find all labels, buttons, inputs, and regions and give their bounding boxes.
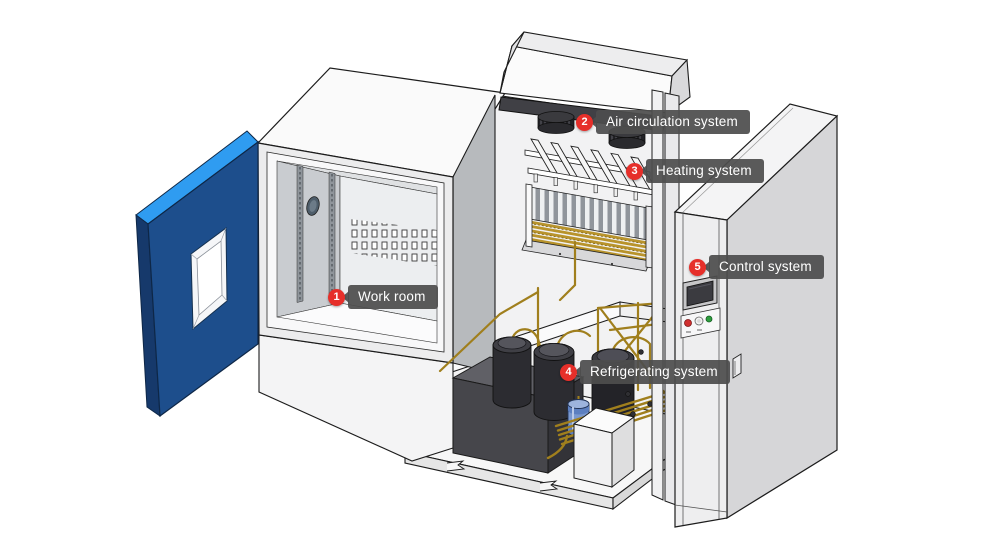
work-room-box — [256, 67, 506, 374]
chamber-door[interactable] — [135, 130, 259, 418]
door-handle[interactable] — [732, 353, 742, 379]
compressor — [492, 336, 532, 409]
cable-port-hole — [306, 196, 320, 216]
work-room-interior — [276, 160, 438, 344]
fan-wheel — [537, 111, 575, 134]
auxiliary-box — [572, 407, 636, 489]
heating-elements — [524, 138, 661, 201]
vent-grid — [350, 219, 437, 266]
start-button[interactable] — [705, 315, 713, 323]
break-mark — [446, 460, 466, 472]
refrigerating-system — [438, 240, 681, 489]
control-cabinet — [673, 103, 839, 528]
touchscreen-display[interactable] — [682, 275, 718, 311]
button-panel — [680, 307, 721, 339]
stop-button[interactable] — [684, 319, 692, 327]
air-duct-hood — [499, 31, 691, 115]
interior-floor — [276, 302, 438, 344]
break-mark — [539, 480, 559, 492]
compressor — [533, 343, 575, 421]
fan-wheel — [608, 126, 646, 149]
door-window — [190, 227, 228, 331]
